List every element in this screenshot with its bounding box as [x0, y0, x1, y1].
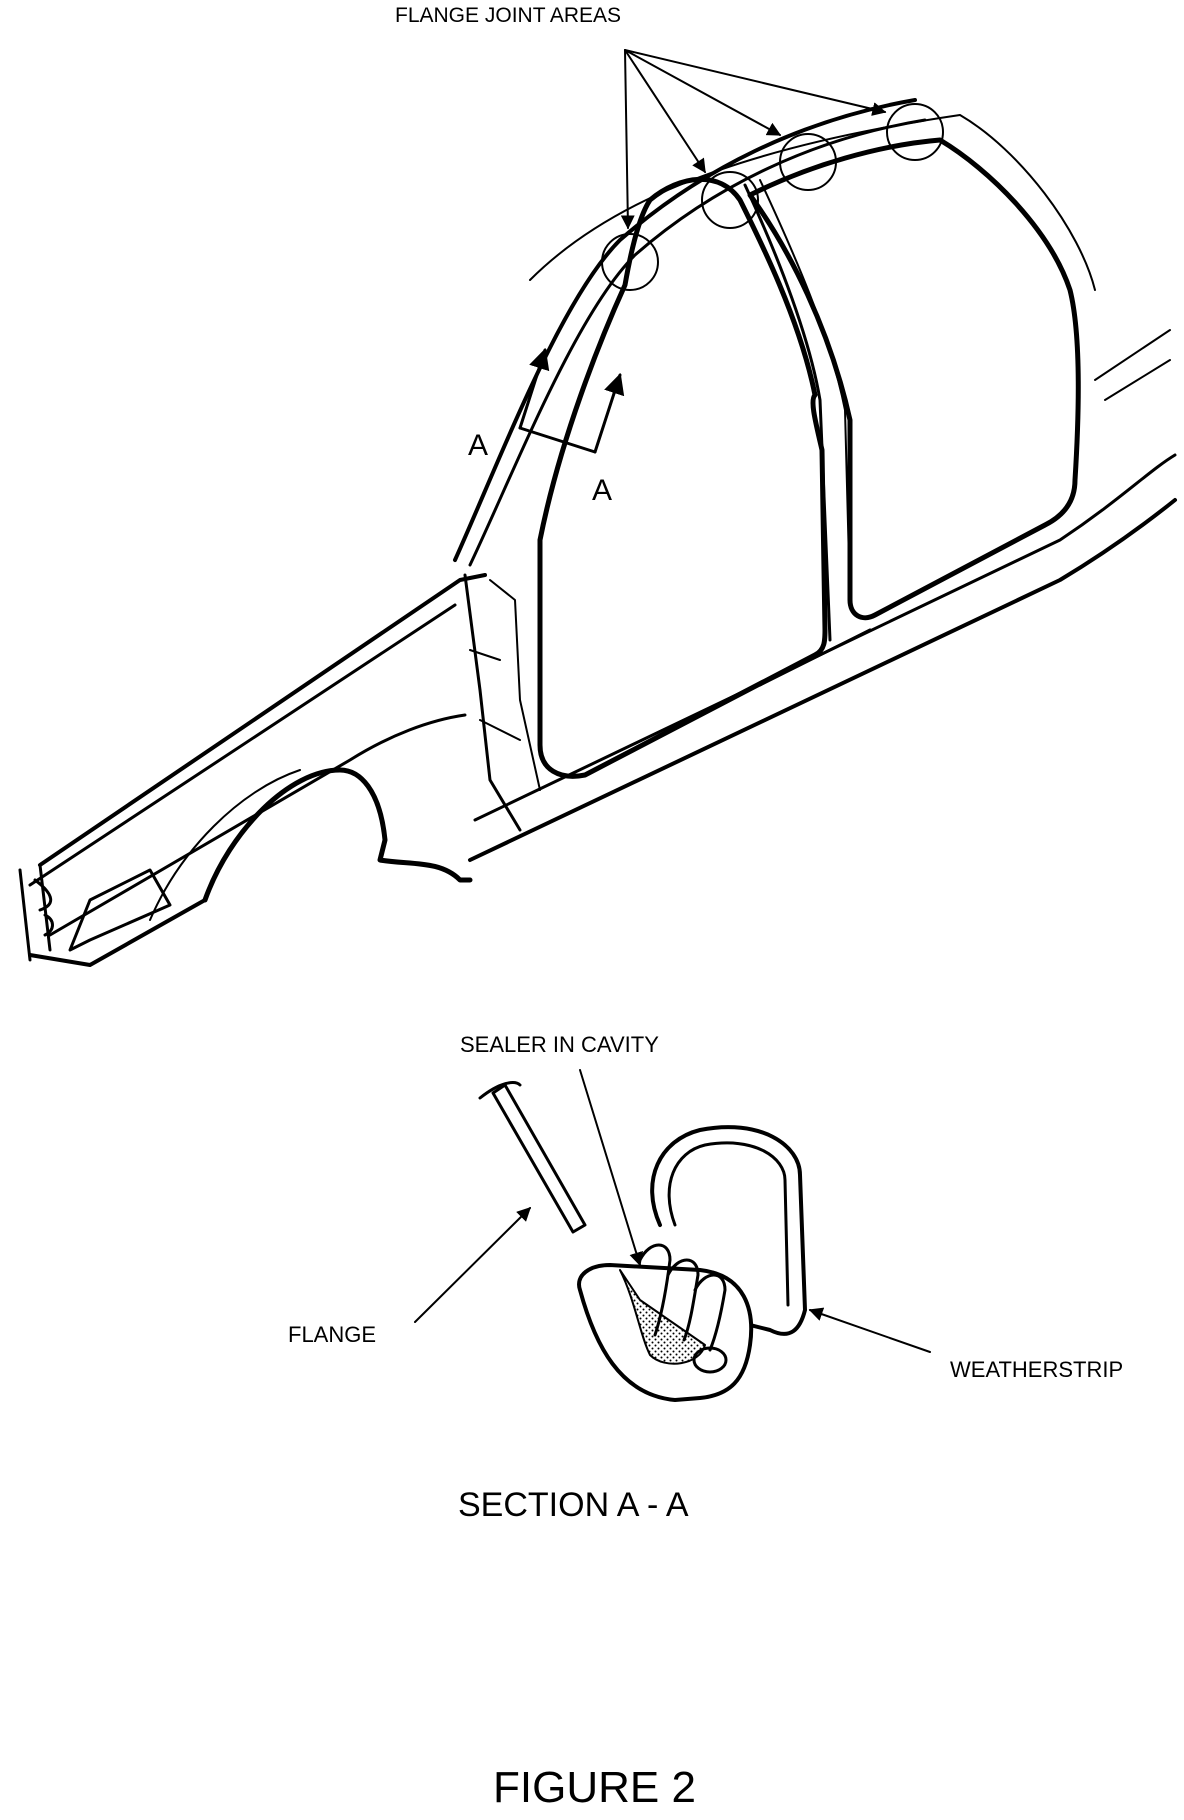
flange-leader	[414, 1207, 531, 1323]
wheel-arch-inner	[149, 769, 301, 921]
flange-leader-1	[620, 49, 635, 230]
a-pillar-base	[463, 573, 522, 832]
rear-door-opening	[747, 137, 1081, 621]
figure-title: FIGURE 2	[493, 1763, 696, 1812]
front-door-opening	[537, 176, 828, 779]
roof-rail-edge	[529, 114, 1096, 291]
flange-label: FLANGE	[288, 1322, 376, 1347]
weatherstrip-leader	[808, 1307, 931, 1353]
retention-finger-3	[693, 1273, 727, 1352]
retention-finger-2	[666, 1258, 700, 1342]
sealer-in-cavity-label: SEALER IN CAVITY	[460, 1032, 659, 1057]
retention-finger-1	[638, 1243, 672, 1337]
flange-sheet-curl	[478, 1081, 522, 1100]
flange-leader-3	[624, 49, 782, 136]
fender-bottom	[28, 898, 207, 967]
section-a-a-drawing	[414, 1069, 931, 1402]
b-pillar-rear-edge	[759, 179, 851, 601]
weatherstrip-bulb-outer	[650, 1125, 807, 1336]
sealer-leader	[579, 1069, 643, 1267]
section-title: SECTION A - A	[458, 1486, 689, 1524]
roof-rail-inner	[468, 118, 927, 567]
roof-rail-outer	[453, 98, 917, 562]
flange-joint-areas-label: FLANGE JOINT AREAS	[395, 4, 621, 27]
rocker-sill-detail	[758, 628, 872, 687]
fender-end-cap	[18, 863, 54, 962]
section-arrow-right	[593, 373, 625, 454]
fender-top-inner	[28, 603, 457, 887]
section-arrow-left	[518, 348, 550, 430]
weatherstrip-bulb-inner	[667, 1141, 790, 1307]
wheel-arch	[202, 767, 473, 903]
flange-sheet	[491, 1083, 587, 1234]
b-pillar-front-edge	[743, 183, 832, 642]
carrier-tip-lobe	[692, 1346, 728, 1374]
flange-leader-2	[624, 49, 706, 174]
rear-rail-extension	[1094, 329, 1171, 401]
fender-lower-rib	[68, 868, 172, 952]
rocker-sill-bottom	[468, 498, 1177, 862]
body-side-panel-drawing	[18, 49, 1177, 967]
rocker-sill-top	[473, 453, 1177, 822]
fender-top-edge	[38, 573, 487, 867]
flange-joint-circle-2	[701, 171, 759, 229]
section-cut-line	[518, 426, 597, 454]
weatherstrip-label: WEATHERSTRIP	[950, 1357, 1123, 1382]
flange-joint-circle-3	[779, 133, 837, 191]
flange-joint-circle-4	[886, 103, 944, 161]
fender-lower-edge	[48, 713, 467, 937]
section-mark-left: A	[468, 429, 488, 462]
flange-joint-circle-1	[601, 233, 659, 291]
hinge-pillar-detail	[469, 579, 541, 791]
flange-leader-4	[624, 49, 887, 116]
section-mark-right: A	[592, 474, 612, 507]
